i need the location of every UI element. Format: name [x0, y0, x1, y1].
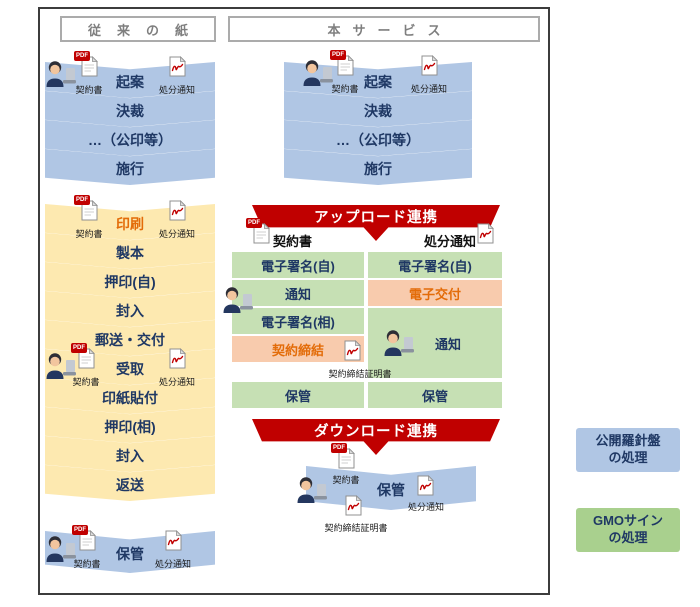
- pdf-badge: PDF: [330, 50, 346, 60]
- disposal-notice-icon: [421, 55, 438, 76]
- notice-edelivery: 電子交付: [368, 280, 502, 306]
- contract-pdf-icon: PDF: [71, 343, 95, 369]
- notice-label: 処分通知: [407, 502, 444, 512]
- step-label: 電子署名(相): [261, 314, 335, 330]
- right-step-enforcement: 施行: [284, 149, 472, 185]
- pdf-badge: PDF: [246, 218, 262, 228]
- contract-pdf-icon: PDF: [331, 443, 355, 469]
- step-label: 封入: [116, 447, 144, 464]
- worker-icon: [380, 328, 414, 356]
- contract-label: 契約書: [73, 559, 101, 569]
- header-service-label: 本サービス: [327, 22, 453, 38]
- step-label: 決裁: [364, 102, 392, 119]
- step-label: 通知: [434, 336, 461, 352]
- notice-esign-self: 電子署名(自): [368, 252, 502, 278]
- notice-storage: 保管: [368, 382, 502, 408]
- step-label: 決裁: [116, 102, 144, 119]
- notice-label: 処分通知: [158, 229, 195, 239]
- header-traditional-label: 従来の紙: [87, 22, 204, 38]
- contract-column-title: 契約書: [273, 234, 313, 249]
- notice-notification: 通知: [368, 308, 502, 378]
- step-label: 印刷: [116, 215, 144, 232]
- step-label: 受取: [116, 360, 144, 377]
- contract-pdf-icon: PDF: [74, 195, 98, 221]
- disposal-notice-icon: [169, 200, 186, 221]
- legend-gmosign-processing: GMOサイン の処理: [576, 508, 680, 552]
- step-label: 封入: [116, 302, 144, 319]
- step-label: 施行: [116, 160, 144, 177]
- legend-label-line1: GMOサイン: [592, 513, 664, 529]
- step-label: 保管: [377, 481, 405, 498]
- disposal-notice-icon: [477, 223, 494, 244]
- step-label: 保管: [116, 545, 144, 562]
- step-label: 契約締結: [271, 342, 324, 358]
- step-label: 通知: [284, 286, 311, 302]
- step-label: 郵送・交付: [95, 331, 165, 348]
- step-label: …（公印等）: [88, 131, 172, 148]
- banner-label: ダウンロード連携: [314, 424, 438, 440]
- contract-label: 契約書: [331, 84, 359, 94]
- disposal-notice-icon: [169, 56, 186, 77]
- contract-label: 契約書: [332, 475, 360, 485]
- contract-notification: 通知: [232, 280, 364, 306]
- step-label: 押印(相): [104, 418, 156, 435]
- step-label: 返送: [116, 476, 144, 493]
- disposal-notice-icon: [417, 475, 434, 496]
- pdf-badge: PDF: [331, 443, 347, 453]
- conclusion-certificate-icon: [345, 495, 362, 516]
- header-this-service: 本サービス: [228, 16, 540, 42]
- worker-icon: [293, 475, 327, 503]
- disposal-notice-icon: [165, 530, 182, 551]
- conclusion-certificate-icon: [344, 340, 361, 361]
- pdf-badge: PDF: [74, 51, 90, 61]
- contract-storage: 保管: [232, 382, 364, 408]
- notice-label: 処分通知: [154, 559, 191, 569]
- notice-column-title: 処分通知: [424, 234, 477, 249]
- contract-label: 契約書: [75, 229, 103, 239]
- worker-icon: [219, 285, 253, 313]
- notice-label: 処分通知: [158, 85, 195, 95]
- pdf-badge: PDF: [71, 343, 87, 353]
- contract-pdf-icon: PDF: [72, 525, 96, 551]
- step-label: 製本: [116, 244, 144, 261]
- contract-esign-self: 電子署名(自): [232, 252, 364, 278]
- step-label: 電子交付: [408, 286, 461, 302]
- certificate-label: 契約締結証明書: [324, 523, 388, 533]
- contract-esign-counterparty: 電子署名(相): [232, 308, 364, 334]
- banner-label: アップロード連携: [314, 210, 438, 226]
- notice-label: 処分通知: [158, 377, 195, 387]
- step-label: 印紙貼付: [102, 389, 158, 406]
- step-label: …（公印等）: [336, 131, 420, 148]
- legend-compass-processing: 公開羅針盤 の処理: [576, 428, 680, 472]
- contract-pdf-icon: PDF: [330, 50, 354, 76]
- step-label: 起案: [116, 73, 144, 90]
- contract-label: 契約書: [72, 377, 100, 387]
- disposal-notice-icon: [169, 348, 186, 369]
- contract-conclusion: 契約締結: [232, 336, 364, 362]
- legend-label-line2: の処理: [608, 450, 648, 465]
- step-label: 保管: [284, 388, 311, 404]
- step-label: 保管: [421, 388, 448, 404]
- step-label: 電子署名(自): [261, 258, 335, 274]
- step-label: 起案: [364, 73, 392, 90]
- legend-label-line1: 公開羅針盤: [595, 433, 661, 449]
- legend-label-line2: の処理: [608, 530, 648, 545]
- step-label: 押印(自): [104, 273, 156, 290]
- contract-label: 契約書: [75, 85, 103, 95]
- notice-label: 処分通知: [410, 84, 447, 94]
- pdf-badge: PDF: [72, 525, 88, 535]
- step-label: 電子署名(自): [398, 258, 472, 274]
- pdf-badge: PDF: [74, 195, 90, 205]
- contract-pdf-icon: PDF: [74, 51, 98, 77]
- step-label: 施行: [364, 160, 392, 177]
- certificate-label: 契約締結証明書: [328, 369, 392, 379]
- header-traditional-paper: 従来の紙: [60, 16, 216, 42]
- right-step-approval: 決裁: [284, 91, 472, 127]
- contract-pdf-icon: PDF: [246, 218, 270, 244]
